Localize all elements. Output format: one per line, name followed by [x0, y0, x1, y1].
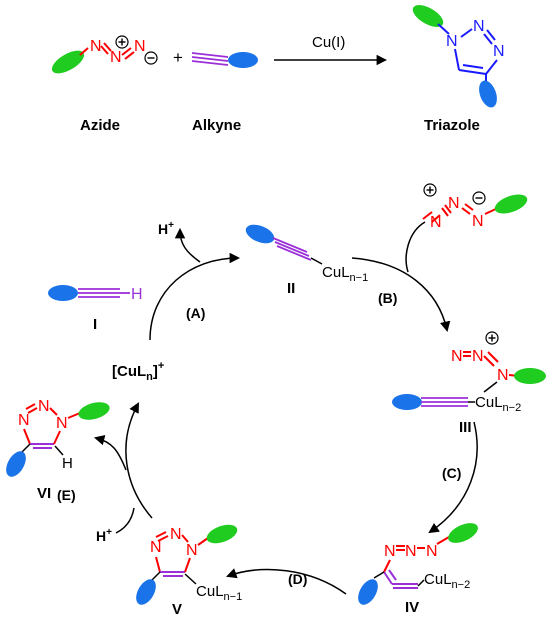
compound-III: N N N CuLn−2 III [392, 331, 546, 436]
green-blob-icon [412, 5, 444, 27]
III-n1: N [451, 348, 463, 365]
V-n1: N [150, 539, 162, 556]
proton-release-arrow [174, 227, 201, 263]
proton-E: H+ [96, 527, 112, 544]
azide-structure: N N N [51, 35, 158, 74]
step-C-arrow [428, 421, 478, 534]
minus-charge-icon [144, 51, 158, 65]
green-blob-icon [51, 50, 85, 74]
step-C-label: (C) [442, 465, 461, 481]
compound-V-label: V [172, 601, 182, 618]
blue-blob-icon [479, 80, 497, 108]
triazole-structure: N N N [412, 5, 505, 108]
blue-blob-icon [136, 579, 156, 605]
compound-I-label: I [93, 316, 97, 333]
step-A-label: (A) [186, 305, 205, 321]
label-azide: Azide [80, 117, 120, 134]
compound-III-label: III [459, 419, 472, 436]
green-blob-icon [514, 368, 546, 384]
IV-n2: N [405, 543, 417, 560]
compound-IV: N N N CuLn−2 IV [358, 523, 478, 616]
VI-H: H [62, 455, 73, 472]
blue-blob-icon [48, 285, 78, 301]
green-blob-icon [494, 194, 528, 214]
step-E-arrow [125, 402, 153, 519]
product-release-arrow [93, 434, 127, 471]
in-azide-n2: N [448, 195, 460, 212]
blue-blob-icon [245, 224, 275, 244]
step-D-label: (D) [288, 571, 307, 587]
plus-sign: + [173, 48, 183, 67]
azide-entry-arrow [405, 221, 426, 273]
V-metal: CuLn−1 [196, 583, 242, 603]
VI-n2: N [38, 398, 50, 415]
plus-charge-icon [115, 35, 129, 49]
compound-I-H: H [131, 286, 143, 303]
step-A-arrow [149, 252, 241, 341]
V-n2: N [170, 526, 182, 543]
label-alkyne: Alkyne [192, 117, 241, 134]
proton-A: H+ [158, 220, 174, 237]
III-n3: N [497, 367, 509, 384]
proton-uptake-arrow [115, 507, 135, 534]
alkyne-structure [191, 52, 258, 68]
triazole-n1: N [446, 33, 458, 50]
step-E-label: (E) [57, 487, 76, 503]
reaction-condition: Cu(I) [312, 34, 345, 51]
IV-n3: N [426, 543, 438, 560]
catalyst-label: [CuLn]+ [112, 360, 164, 383]
step-B-label: (B) [378, 290, 397, 306]
plus-charge-icon [423, 183, 437, 197]
compound-II-metal: CuLn−1 [322, 264, 368, 284]
compound-I: H I [48, 285, 143, 333]
compound-V: N N N CuLn−1 V [136, 524, 242, 618]
blue-blob-icon [228, 52, 258, 68]
green-blob-icon [206, 524, 238, 544]
plus-charge-icon [485, 331, 499, 345]
VI-n3: N [56, 415, 68, 432]
IV-n1: N [384, 543, 396, 560]
azide-n1: N [90, 38, 102, 55]
incoming-azide: N N N [422, 183, 528, 231]
label-triazole: Triazole [424, 117, 480, 134]
triazole-n2: N [473, 18, 485, 35]
green-blob-icon [78, 402, 110, 420]
blue-blob-icon [358, 579, 378, 605]
azide-n3: N [134, 38, 146, 55]
blue-blob-icon [392, 394, 422, 410]
compound-II-label: II [287, 280, 295, 297]
compound-VI-label: VI [37, 485, 51, 502]
III-metal: CuLn−2 [475, 394, 521, 414]
compound-IV-label: IV [405, 599, 419, 616]
in-azide-n1: N [430, 214, 442, 231]
step-B-arrow [351, 257, 451, 333]
in-azide-n3: N [472, 213, 484, 230]
compound-VI: N N N H VI [6, 398, 110, 502]
VI-n1: N [18, 412, 30, 429]
triazole-n3: N [493, 43, 505, 60]
azide-n2: N [110, 49, 122, 66]
minus-charge-icon [472, 191, 486, 205]
III-n2: N [472, 348, 484, 365]
green-blob-icon [448, 523, 478, 543]
IV-metal: CuLn−2 [424, 571, 470, 591]
blue-blob-icon [6, 451, 26, 477]
compound-II: CuLn−1 II [245, 224, 368, 297]
step-D-arrow [226, 568, 347, 595]
V-n3: N [186, 542, 198, 559]
